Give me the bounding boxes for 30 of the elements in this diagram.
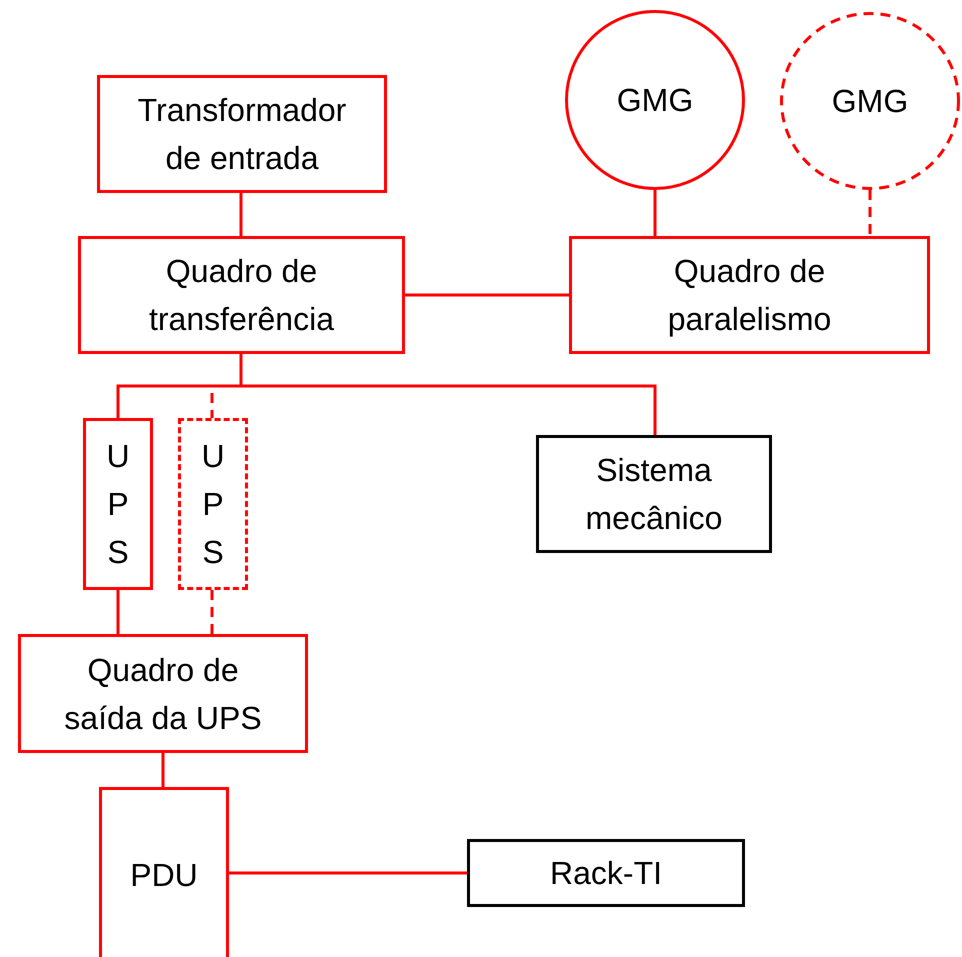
connector-line: [229, 872, 467, 874]
connector-line: [405, 294, 569, 296]
generator-circle: [780, 12, 960, 190]
connector-line: [240, 193, 242, 236]
node-label: UPS: [200, 437, 226, 572]
node-label: GMG: [832, 82, 908, 121]
equipment-box: [178, 418, 248, 590]
node-label: UPS: [105, 437, 131, 572]
connector-line: [210, 590, 214, 634]
connector-line: [116, 590, 120, 634]
node-label: Quadro de transferência: [148, 252, 335, 339]
equipment-box: [18, 634, 308, 753]
node-label: Quadro de paralelismo: [666, 252, 832, 339]
connector-line: [654, 190, 656, 236]
node-label: PDU: [130, 856, 198, 894]
node-label: Rack-TI: [550, 854, 662, 893]
equipment-box: [536, 435, 772, 553]
node-label: Sistema mecânico: [584, 451, 724, 538]
node-label: Quadro de saída da UPS: [63, 650, 263, 738]
generator-circle: [565, 10, 745, 190]
connector-line: [162, 753, 164, 787]
equipment-box: [467, 839, 745, 907]
equipment-box: [99, 787, 229, 957]
equipment-box: [97, 75, 387, 193]
equipment-box: [83, 418, 153, 590]
node-label: Transformador de entrada: [136, 91, 348, 178]
node-label: GMG: [616, 81, 694, 120]
equipment-box: [569, 236, 930, 354]
equipment-box: [78, 236, 405, 354]
connector-line: [868, 190, 872, 236]
